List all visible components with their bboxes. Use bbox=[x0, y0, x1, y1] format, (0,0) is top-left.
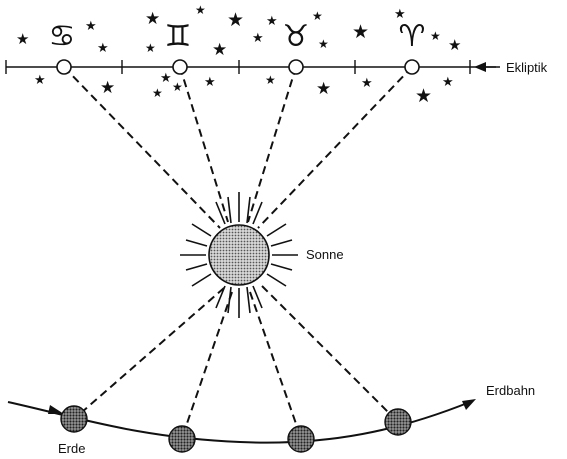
ecliptic-arrow bbox=[474, 62, 500, 72]
earth-positions bbox=[60, 405, 412, 453]
star-icon: ★ bbox=[172, 80, 183, 94]
earth-orbit-label: Erdbahn bbox=[486, 383, 535, 398]
star-icon: ★ bbox=[415, 85, 432, 107]
star-icon: ★ bbox=[394, 7, 406, 22]
star-icon: ★ bbox=[312, 9, 323, 23]
star-icon: ★ bbox=[430, 29, 441, 43]
star-icon: ★ bbox=[145, 9, 160, 29]
star-icon: ★ bbox=[252, 31, 264, 46]
earth-label: Erde bbox=[58, 441, 85, 456]
cancer-symbol: ♋ bbox=[49, 19, 76, 54]
sun-label: Sonne bbox=[306, 247, 344, 262]
star-icon: ★ bbox=[318, 37, 329, 51]
sun-disc bbox=[208, 224, 270, 286]
ecliptic-line bbox=[5, 60, 496, 74]
star-icon: ★ bbox=[448, 36, 461, 54]
star-icon: ★ bbox=[145, 41, 156, 55]
ecliptic-label: Ekliptik bbox=[506, 60, 548, 75]
sun-rays bbox=[180, 192, 298, 318]
star-icon: ★ bbox=[97, 41, 109, 56]
star-icon: ★ bbox=[195, 3, 206, 17]
star-icon: ★ bbox=[227, 9, 244, 31]
star-icon: ★ bbox=[316, 79, 331, 99]
earth-position-3 bbox=[287, 425, 315, 453]
star-icon: ★ bbox=[266, 14, 278, 29]
star-icon: ★ bbox=[212, 40, 227, 60]
gemini-symbol: ♊ bbox=[165, 19, 192, 54]
star-icon: ★ bbox=[16, 30, 29, 48]
star-icon: ★ bbox=[352, 21, 369, 43]
star-icon: ★ bbox=[265, 73, 276, 87]
taurus-symbol: ♉ bbox=[283, 19, 310, 54]
star-icon: ★ bbox=[34, 73, 46, 88]
ecliptic-positions bbox=[56, 59, 420, 75]
sight-lines bbox=[63, 66, 413, 439]
sun bbox=[180, 192, 298, 318]
earth-position-1 bbox=[60, 405, 88, 433]
earth-position-4 bbox=[384, 408, 412, 436]
aries-symbol: ♈ bbox=[399, 19, 426, 54]
star-icon: ★ bbox=[100, 78, 115, 98]
star-icon: ★ bbox=[442, 75, 454, 90]
earth-position-2 bbox=[168, 425, 196, 453]
star-icon: ★ bbox=[204, 75, 216, 90]
star-icon: ★ bbox=[85, 19, 97, 34]
star-icon: ★ bbox=[361, 76, 373, 91]
star-icon: ★ bbox=[160, 71, 172, 86]
star-icon: ★ bbox=[152, 86, 163, 100]
star-field: ★ ★ ★ ★ ★ ★ ★ ★ ★ ★ ★ ★ ★ ★ ★ ★ ★ ★ ★ ★ … bbox=[16, 3, 461, 107]
